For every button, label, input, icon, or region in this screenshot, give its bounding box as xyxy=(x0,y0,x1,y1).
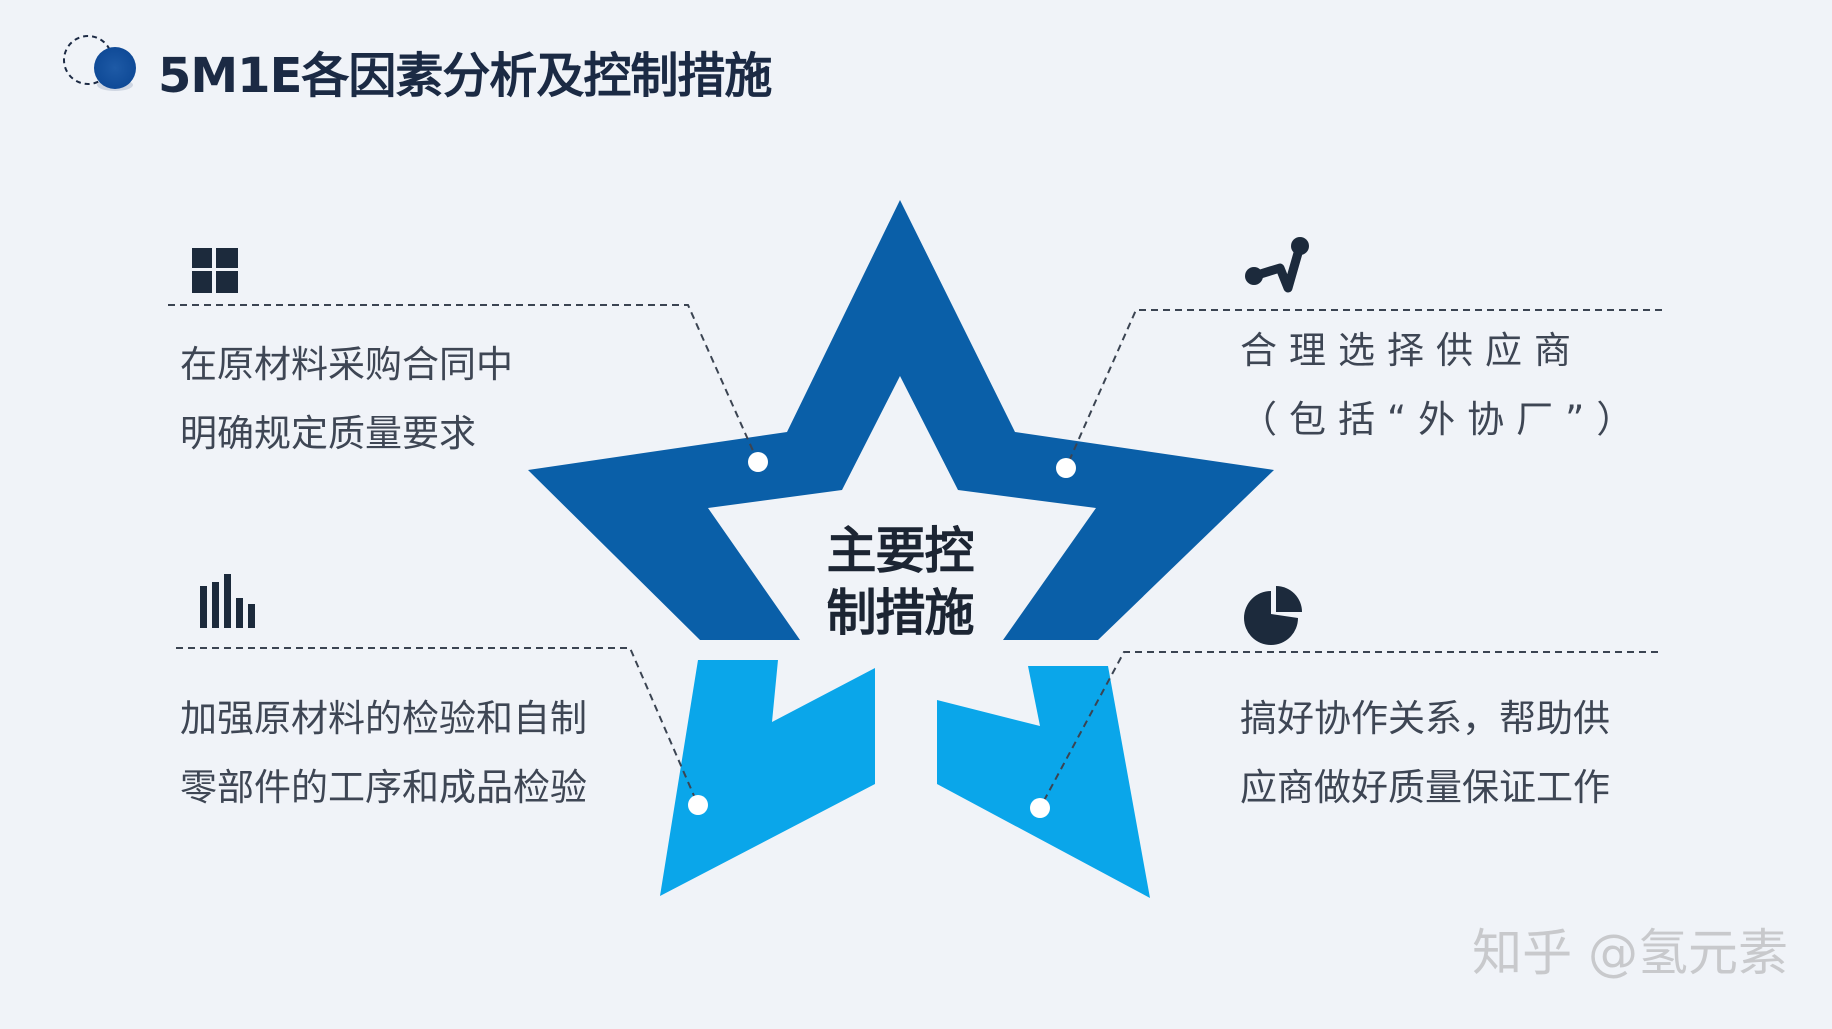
item-text-top-right: 合理选择供应商 （包括“外协厂”） xyxy=(1240,316,1645,454)
connector-dot xyxy=(1030,798,1050,818)
pie-chart-icon xyxy=(1244,586,1302,645)
item-line: 明确规定质量要求 xyxy=(180,412,476,455)
connector-dot xyxy=(688,795,708,815)
item-line: 在原材料采购合同中 xyxy=(180,343,513,386)
center-label: 主要控 制措施 xyxy=(800,520,1000,644)
connector-dot xyxy=(748,452,768,472)
title-decoration-icon xyxy=(63,35,136,91)
star-upper-shape xyxy=(528,200,1274,640)
item-line: 搞好协作关系，帮助供 xyxy=(1240,697,1610,740)
leader-line-bottom-right xyxy=(1039,651,1658,809)
page-title: 5M1E各因素分析及控制措施 xyxy=(158,48,772,104)
leader-line-top-left xyxy=(168,304,759,463)
item-line: 合理选择供应商 xyxy=(1240,329,1583,372)
leader-line-bottom-left xyxy=(176,647,699,806)
watermark: 知乎 @氢元素 xyxy=(1472,924,1788,982)
star-lower-left-shape xyxy=(660,660,875,896)
item-line: 零部件的工序和成品检验 xyxy=(180,766,587,809)
center-label-line: 制措施 xyxy=(826,584,975,642)
item-text-bottom-right: 搞好协作关系，帮助供 应商做好质量保证工作 xyxy=(1240,684,1610,822)
center-label-line: 主要控 xyxy=(826,522,975,580)
connector-dot xyxy=(1056,458,1076,478)
item-line: 应商做好质量保证工作 xyxy=(1240,766,1610,809)
grid-icon xyxy=(192,248,238,293)
star-lower-right-shape xyxy=(937,666,1150,898)
bar-chart-icon xyxy=(200,574,255,628)
item-text-bottom-left: 加强原材料的检验和自制 零部件的工序和成品检验 xyxy=(180,684,587,822)
item-line: （包括“外协厂”） xyxy=(1240,398,1646,441)
item-text-top-left: 在原材料采购合同中 明确规定质量要求 xyxy=(180,330,513,468)
line-chart-icon xyxy=(1245,237,1309,293)
leader-line-top-right xyxy=(1065,309,1662,469)
item-line: 加强原材料的检验和自制 xyxy=(180,697,587,740)
